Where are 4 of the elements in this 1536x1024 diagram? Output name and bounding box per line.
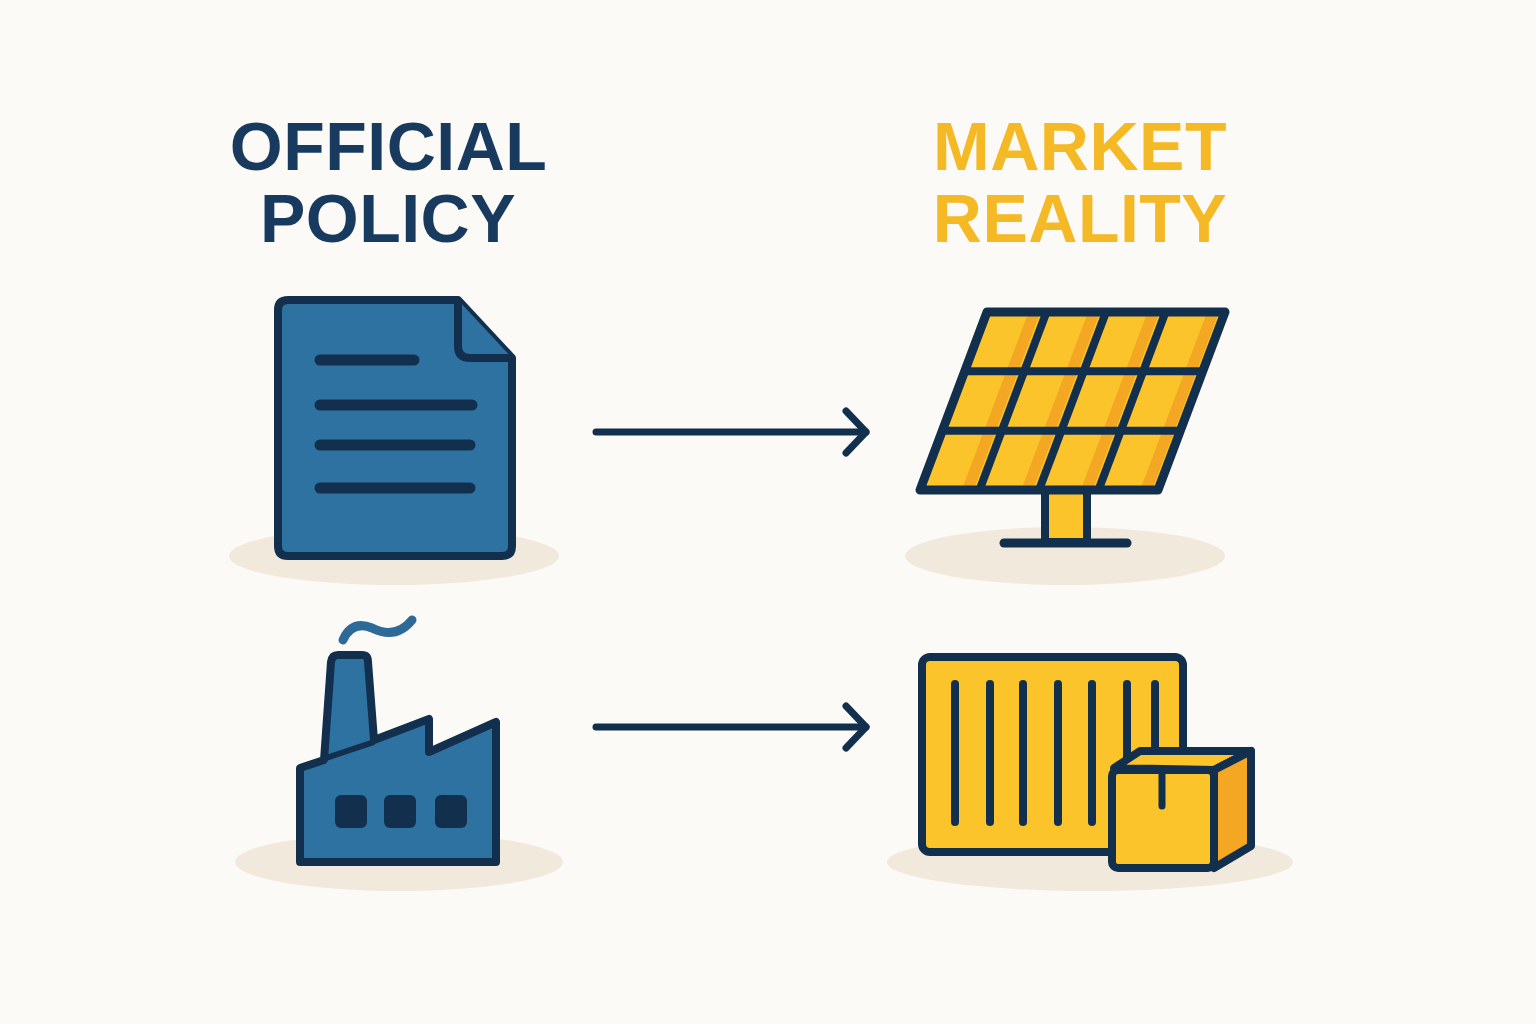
arrow: [592, 407, 870, 457]
column-heading: OFFICIAL POLICY: [229, 110, 547, 254]
arrow: [592, 702, 870, 752]
column-heading: MARKET REALITY: [932, 110, 1228, 254]
